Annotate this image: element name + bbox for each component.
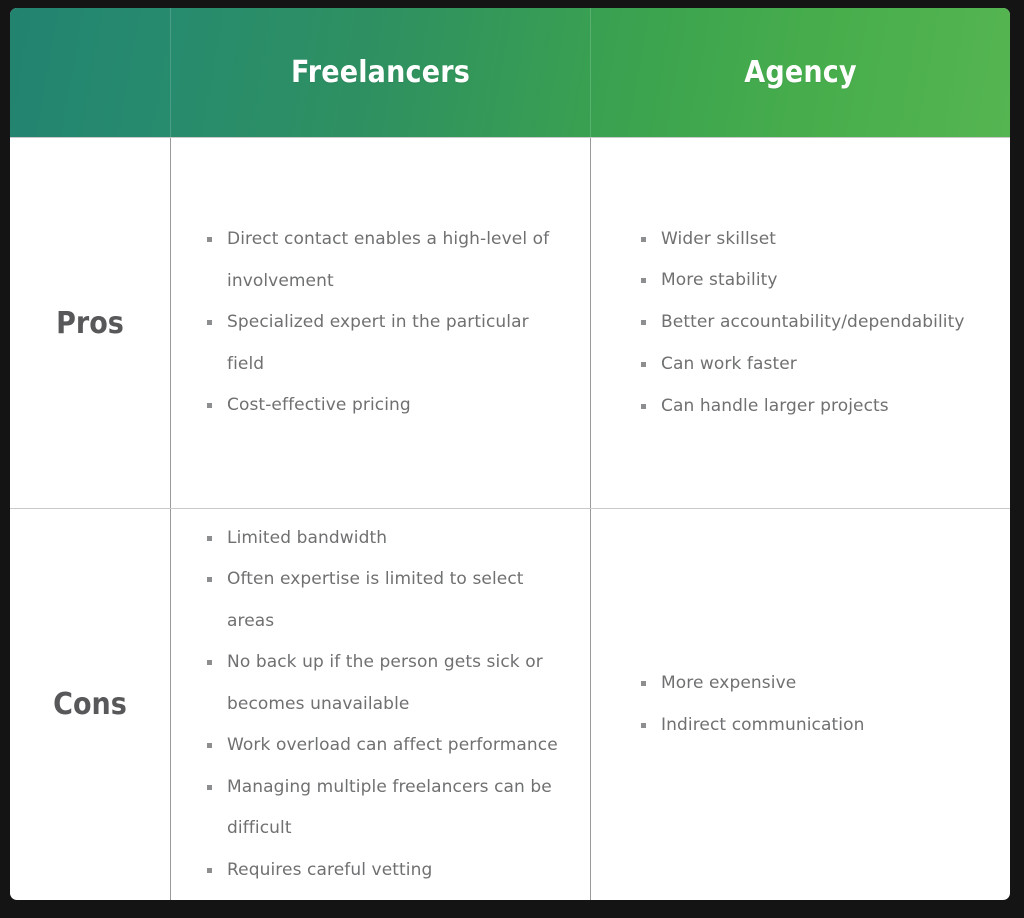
list-item: Cost-effective pricing <box>205 385 564 427</box>
header-cell-freelancers: Freelancers <box>170 8 590 137</box>
header-cell-agency: Agency <box>590 8 1010 137</box>
cell-cons-freelancers: Limited bandwidth Often expertise is lim… <box>170 509 590 900</box>
list-cons-agency: More expensive Indirect communication <box>639 663 984 747</box>
list-item: Specialized expert in the particular fie… <box>205 302 564 385</box>
list-pros-agency: Wider skillset More stability Better acc… <box>639 219 984 428</box>
table-row-cons: Cons Limited bandwidth Often expertise i… <box>10 508 1010 900</box>
list-item: Wider skillset <box>639 219 984 261</box>
list-item: Often expertise is limited to select are… <box>205 559 564 642</box>
list-item: Work overload can affect performance <box>205 725 564 767</box>
list-item: Can handle larger projects <box>639 386 984 428</box>
cell-pros-agency: Wider skillset More stability Better acc… <box>590 138 1010 508</box>
comparison-table: Freelancers Agency Pros Direct contact e… <box>10 8 1010 900</box>
list-item: Can work faster <box>639 344 984 386</box>
list-item: Managing multiple freelancers can be dif… <box>205 767 564 850</box>
header-cell-corner <box>10 8 170 137</box>
list-item: More expensive <box>639 663 984 705</box>
list-item: Direct contact enables a high-level of i… <box>205 219 564 302</box>
list-item: Indirect communication <box>639 705 984 747</box>
table-row-pros: Pros Direct contact enables a high-level… <box>10 137 1010 508</box>
list-item: Requires careful vetting <box>205 850 564 892</box>
cell-cons-agency: More expensive Indirect communication <box>590 509 1010 900</box>
row-label-cons: Cons <box>53 687 127 722</box>
list-item: Limited bandwidth <box>205 518 564 560</box>
cell-pros-freelancers: Direct contact enables a high-level of i… <box>170 138 590 508</box>
list-cons-freelancers: Limited bandwidth Often expertise is lim… <box>205 518 564 892</box>
list-item: Better accountability/dependability <box>639 302 984 344</box>
list-item: No back up if the person gets sick or be… <box>205 642 564 725</box>
table-header-row: Freelancers Agency <box>10 8 1010 137</box>
list-pros-freelancers: Direct contact enables a high-level of i… <box>205 219 564 427</box>
list-item: More stability <box>639 260 984 302</box>
row-label-pros: Pros <box>56 305 124 341</box>
